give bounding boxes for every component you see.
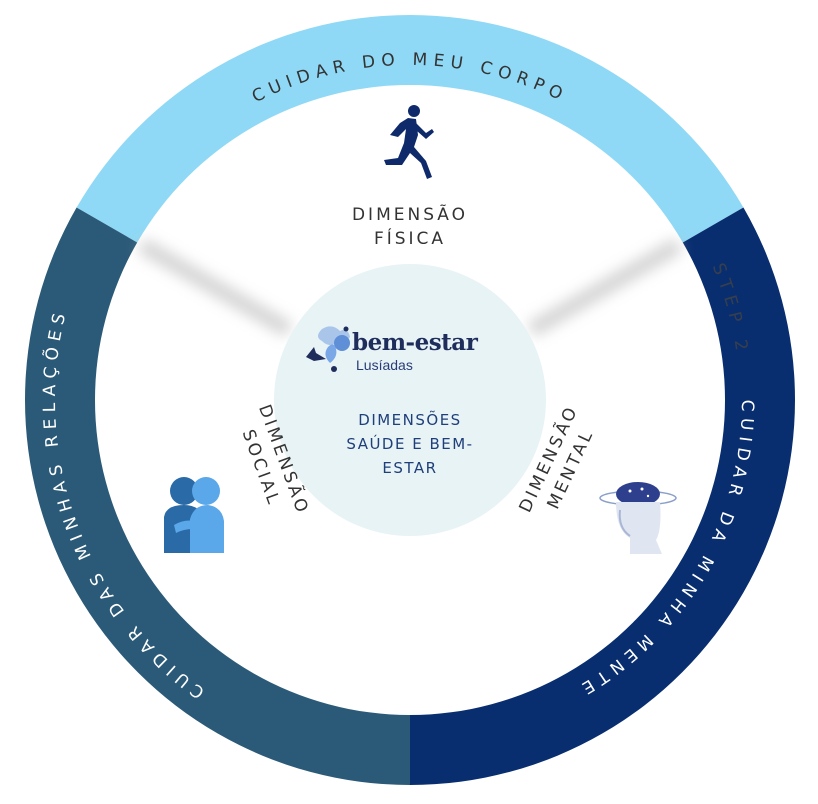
logo-sub-text: Lusíadas	[356, 357, 413, 373]
ring-segment-relations	[25, 207, 411, 785]
logo-main-text: bem-estar	[352, 329, 478, 356]
wedge-divider-shadow	[137, 238, 293, 337]
logo-mark-icon	[306, 326, 350, 372]
ring-segment-body	[76, 15, 744, 243]
dimension-physical-label: DIMENSÃO FÍSICA	[330, 203, 490, 251]
wedge-divider-shadow	[527, 238, 683, 337]
hug-icon	[164, 477, 224, 553]
runner-icon	[384, 105, 434, 179]
bem-estar-logo: bem-estar Lusíadas	[304, 323, 514, 383]
mind-head-icon	[599, 482, 677, 554]
center-title: DIMENSÕES SAÚDE E BEM-ESTAR	[346, 411, 474, 477]
center-disc	[274, 264, 546, 536]
dimension-physical-line2: FÍSICA	[373, 229, 447, 249]
ring-segment-mind	[410, 207, 795, 785]
dimension-physical-line1: DIMENSÃO	[351, 205, 469, 225]
